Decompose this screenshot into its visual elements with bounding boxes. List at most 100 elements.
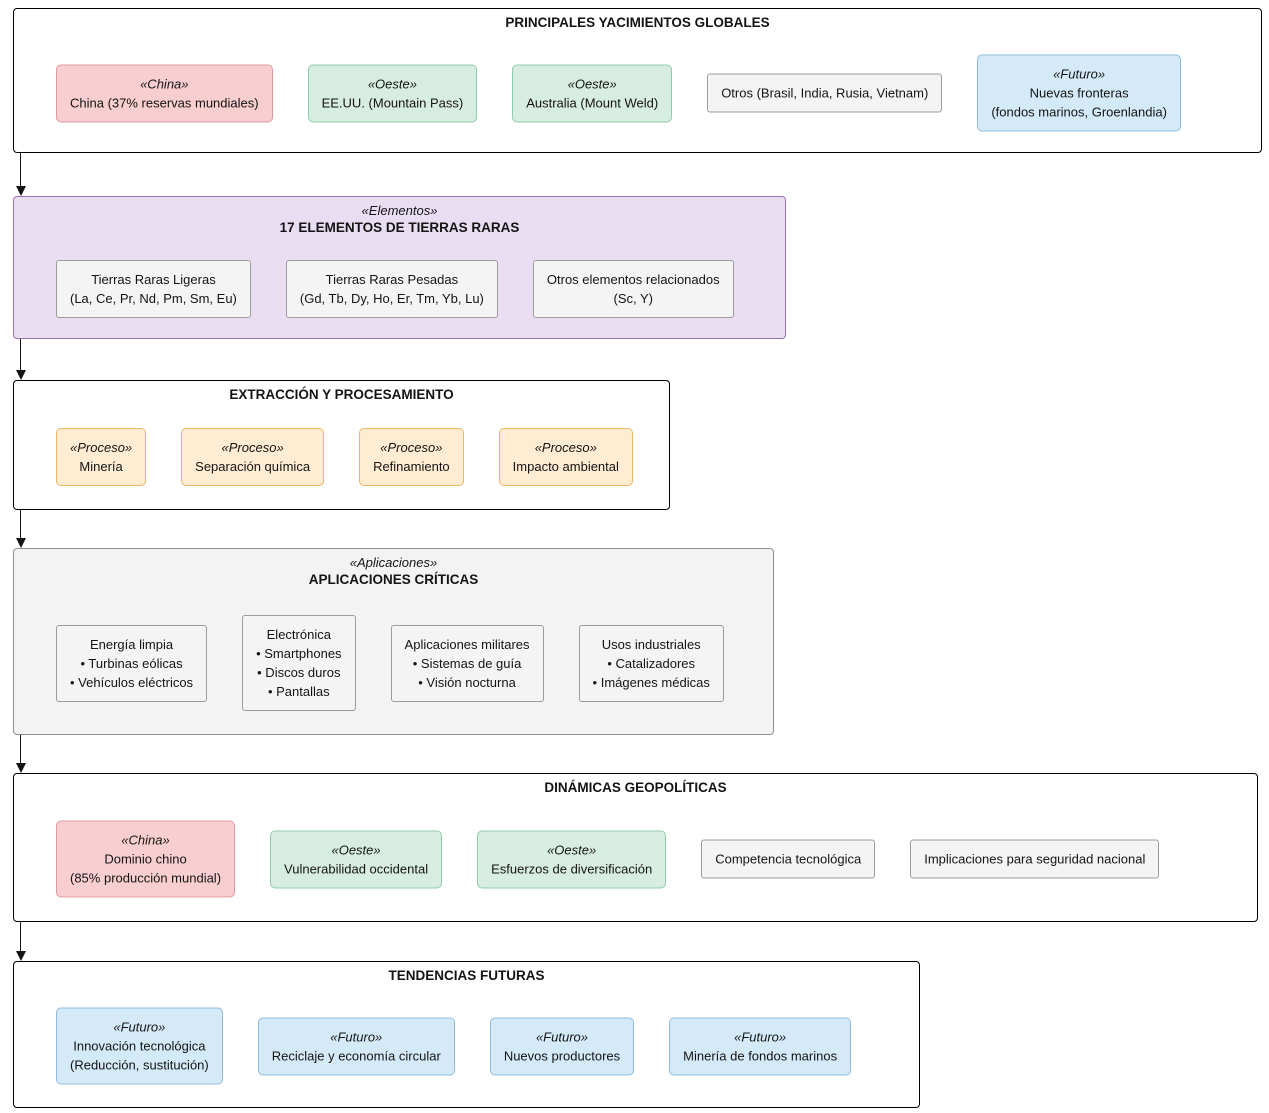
node-label: Minería xyxy=(79,459,123,474)
node-stereotype: «Oeste» xyxy=(547,842,597,857)
node-box: «Futuro» Innovación tecnológica (Reducción… xyxy=(56,1007,223,1085)
node-label: Nuevos productores xyxy=(503,1048,621,1063)
section-tendencias: TENDENCIAS FUTURAS «Futuro» Innovación tec… xyxy=(13,961,920,1108)
node-label: China (37% reservas mundiales) xyxy=(70,95,259,110)
node-stereotype: «Proceso» xyxy=(380,440,443,455)
node-label: Electrónica xyxy=(266,627,331,642)
section-geopoliticas: DINÁMICAS GEOPOLÍTICAS «China»Dominio chi… xyxy=(13,773,1258,922)
node-row: «China» China (37% reservas mundiales) «Oe… xyxy=(56,54,1181,132)
node-label: Esfuerzos de diversificación xyxy=(491,861,653,876)
node-label: (Sc, Y) xyxy=(613,291,653,306)
section-header: EXTRACCIÓN Y PROCESAMIENTO xyxy=(14,381,669,403)
node-box: Tierras Raras Pesadas (Gd, Tb, Dy, Ho, Er… xyxy=(285,260,498,318)
node-label: • Discos duros xyxy=(257,665,341,680)
node-box: «Oeste»Vulnerabilidad occidental xyxy=(270,830,443,888)
section-yacimientos: PRINCIPALES YACIMIENTOS GLOBALES «China» C… xyxy=(13,8,1262,153)
node-label: Australia (Mount Weld) xyxy=(526,95,659,110)
flow-arrow xyxy=(15,510,27,548)
node-label: • Sistemas de guía xyxy=(412,655,522,671)
node-stereotype: «Futuro» xyxy=(113,1019,166,1035)
node-stereotype: «Oeste» xyxy=(367,76,417,91)
node-stereotype: «Proceso» xyxy=(70,440,133,455)
node-box: Implicaciones para seguridad nacional xyxy=(910,839,1160,879)
arrow-shaft xyxy=(20,922,21,953)
node-label: Competencia tecnológica xyxy=(715,851,862,867)
node-box: «Futuro»Minería de fondos marinos xyxy=(669,1017,852,1075)
node-box: «Futuro»Nuevos productores xyxy=(489,1017,635,1075)
node-label: • Catalizadores xyxy=(607,655,696,671)
arrow-head-icon xyxy=(15,763,26,773)
node-box: «Oeste» Esfuerzos de diversificación xyxy=(477,830,667,888)
node-stereotype: «Futuro» xyxy=(330,1029,383,1044)
node-stereotype: «Futuro» xyxy=(1053,66,1106,82)
section-stereotype: «Elementos» xyxy=(361,203,438,218)
section-title: DINÁMICAS GEOPOLÍTICAS xyxy=(544,780,727,795)
node-box: «China» China (37% reservas mundiales) xyxy=(56,64,273,122)
section-title: PRINCIPALES YACIMIENTOS GLOBALES xyxy=(505,15,770,30)
node-label: Separación química xyxy=(195,459,311,474)
node-label: EE.UU. (Mountain Pass) xyxy=(321,95,464,110)
node-box: «Proceso»Separación química xyxy=(181,428,325,486)
section-aplicaciones: «Aplicaciones» APLICACIONES CRÍTICAS Energ… xyxy=(13,548,774,735)
section-title: TENDENCIAS FUTURAS xyxy=(388,968,545,983)
node-box: Otros (Brasil, India, Rusia, Vietnam) xyxy=(707,73,943,113)
section-elementos: «Elementos» 17 ELEMENTOS DE TIERRAS RARAS… xyxy=(13,196,786,339)
section-title: EXTRACCIÓN Y PROCESAMIENTO xyxy=(229,387,454,402)
section-title: APLICACIONES CRÍTICAS xyxy=(308,572,479,587)
node-box: Competencia tecnológica xyxy=(701,839,876,879)
node-label: Nuevas fronteras xyxy=(1029,85,1129,101)
node-label: Tierras Raras Pesadas xyxy=(325,272,459,287)
arrow-head-icon xyxy=(15,951,26,961)
node-box: Tierras Raras Ligeras(La, Ce, Pr, Nd, Pm… xyxy=(56,260,251,318)
arrow-shaft xyxy=(20,339,21,372)
node-label: Energía limpia xyxy=(89,636,174,652)
node-box: «Proceso» Minería xyxy=(56,428,147,486)
node-label: (La, Ce, Pr, Nd, Pm, Sm, Eu) xyxy=(70,291,237,306)
node-label: (Gd, Tb, Dy, Ho, Er, Tm, Yb, Lu) xyxy=(299,291,484,306)
node-box: Energía limpia • Turbinas eólicas • Vehícu… xyxy=(56,624,208,702)
section-header: «Elementos» 17 ELEMENTOS DE TIERRAS RARAS xyxy=(14,197,785,236)
node-stereotype: «Proceso» xyxy=(534,440,597,455)
node-box: «Oeste» Australia (Mount Weld) xyxy=(512,64,673,122)
arrow-head-icon xyxy=(15,370,26,380)
node-box: «Proceso» Impacto ambiental xyxy=(498,428,633,486)
node-stereotype: «China» xyxy=(121,832,170,848)
node-label: Usos industriales xyxy=(601,636,701,652)
node-row: Energía limpia • Turbinas eólicas • Vehícu… xyxy=(56,615,724,711)
section-header: DINÁMICAS GEOPOLÍTICAS xyxy=(14,774,1257,796)
node-box: «Proceso»Refinamiento xyxy=(359,428,464,486)
arrow-shaft xyxy=(20,735,21,765)
node-label: Innovación tecnológica xyxy=(73,1038,206,1054)
node-label: • Vehículos eléctricos xyxy=(70,674,194,690)
node-label: Otros elementos relacionados xyxy=(546,272,720,287)
node-label: • Imágenes médicas xyxy=(592,674,710,690)
node-stereotype: «Oeste» xyxy=(567,76,617,91)
node-box: «Oeste» EE.UU. (Mountain Pass) xyxy=(307,64,478,122)
node-box: «Futuro»Nuevas fronteras(fondos marinos,… xyxy=(977,54,1181,132)
node-stereotype: «Futuro» xyxy=(734,1029,787,1044)
node-box: Aplicaciones militares • Sistemas de guía… xyxy=(390,624,544,702)
node-box: Usos industriales • Catalizadores • Imágen… xyxy=(578,624,724,702)
section-title: 17 ELEMENTOS DE TIERRAS RARAS xyxy=(279,220,520,235)
arrow-shaft xyxy=(20,153,21,188)
node-stereotype: «China» xyxy=(140,76,189,91)
section-stereotype: «Aplicaciones» xyxy=(349,555,438,570)
node-row: «Futuro» Innovación tecnológica (Reducción… xyxy=(56,1007,852,1085)
node-box: «Futuro»Reciclaje y economía circular xyxy=(257,1017,455,1075)
section-header: PRINCIPALES YACIMIENTOS GLOBALES xyxy=(14,9,1261,31)
section-header: TENDENCIAS FUTURAS xyxy=(14,962,919,984)
node-row: «Proceso»Minería«Proceso»Separación quím… xyxy=(56,428,633,486)
node-label: (Reducción, sustitución) xyxy=(70,1057,209,1073)
node-label: Implicaciones para seguridad nacional xyxy=(924,851,1146,867)
node-label: Aplicaciones militares xyxy=(404,636,530,652)
node-label: Vulnerabilidad occidental xyxy=(284,861,429,876)
node-label: • Pantallas xyxy=(267,684,330,699)
flow-arrow xyxy=(15,735,27,773)
node-box: «China»Dominio chino(85% producción mund… xyxy=(56,820,236,898)
node-row: Tierras Raras Ligeras(La, Ce, Pr, Nd, Pm… xyxy=(56,260,734,318)
section-extraccion: EXTRACCIÓN Y PROCESAMIENTO «Proceso» Miner… xyxy=(13,380,670,510)
node-label: Impacto ambiental xyxy=(512,459,619,474)
node-label: • Turbinas eólicas xyxy=(80,655,183,671)
node-label: • Smartphones xyxy=(256,646,342,661)
